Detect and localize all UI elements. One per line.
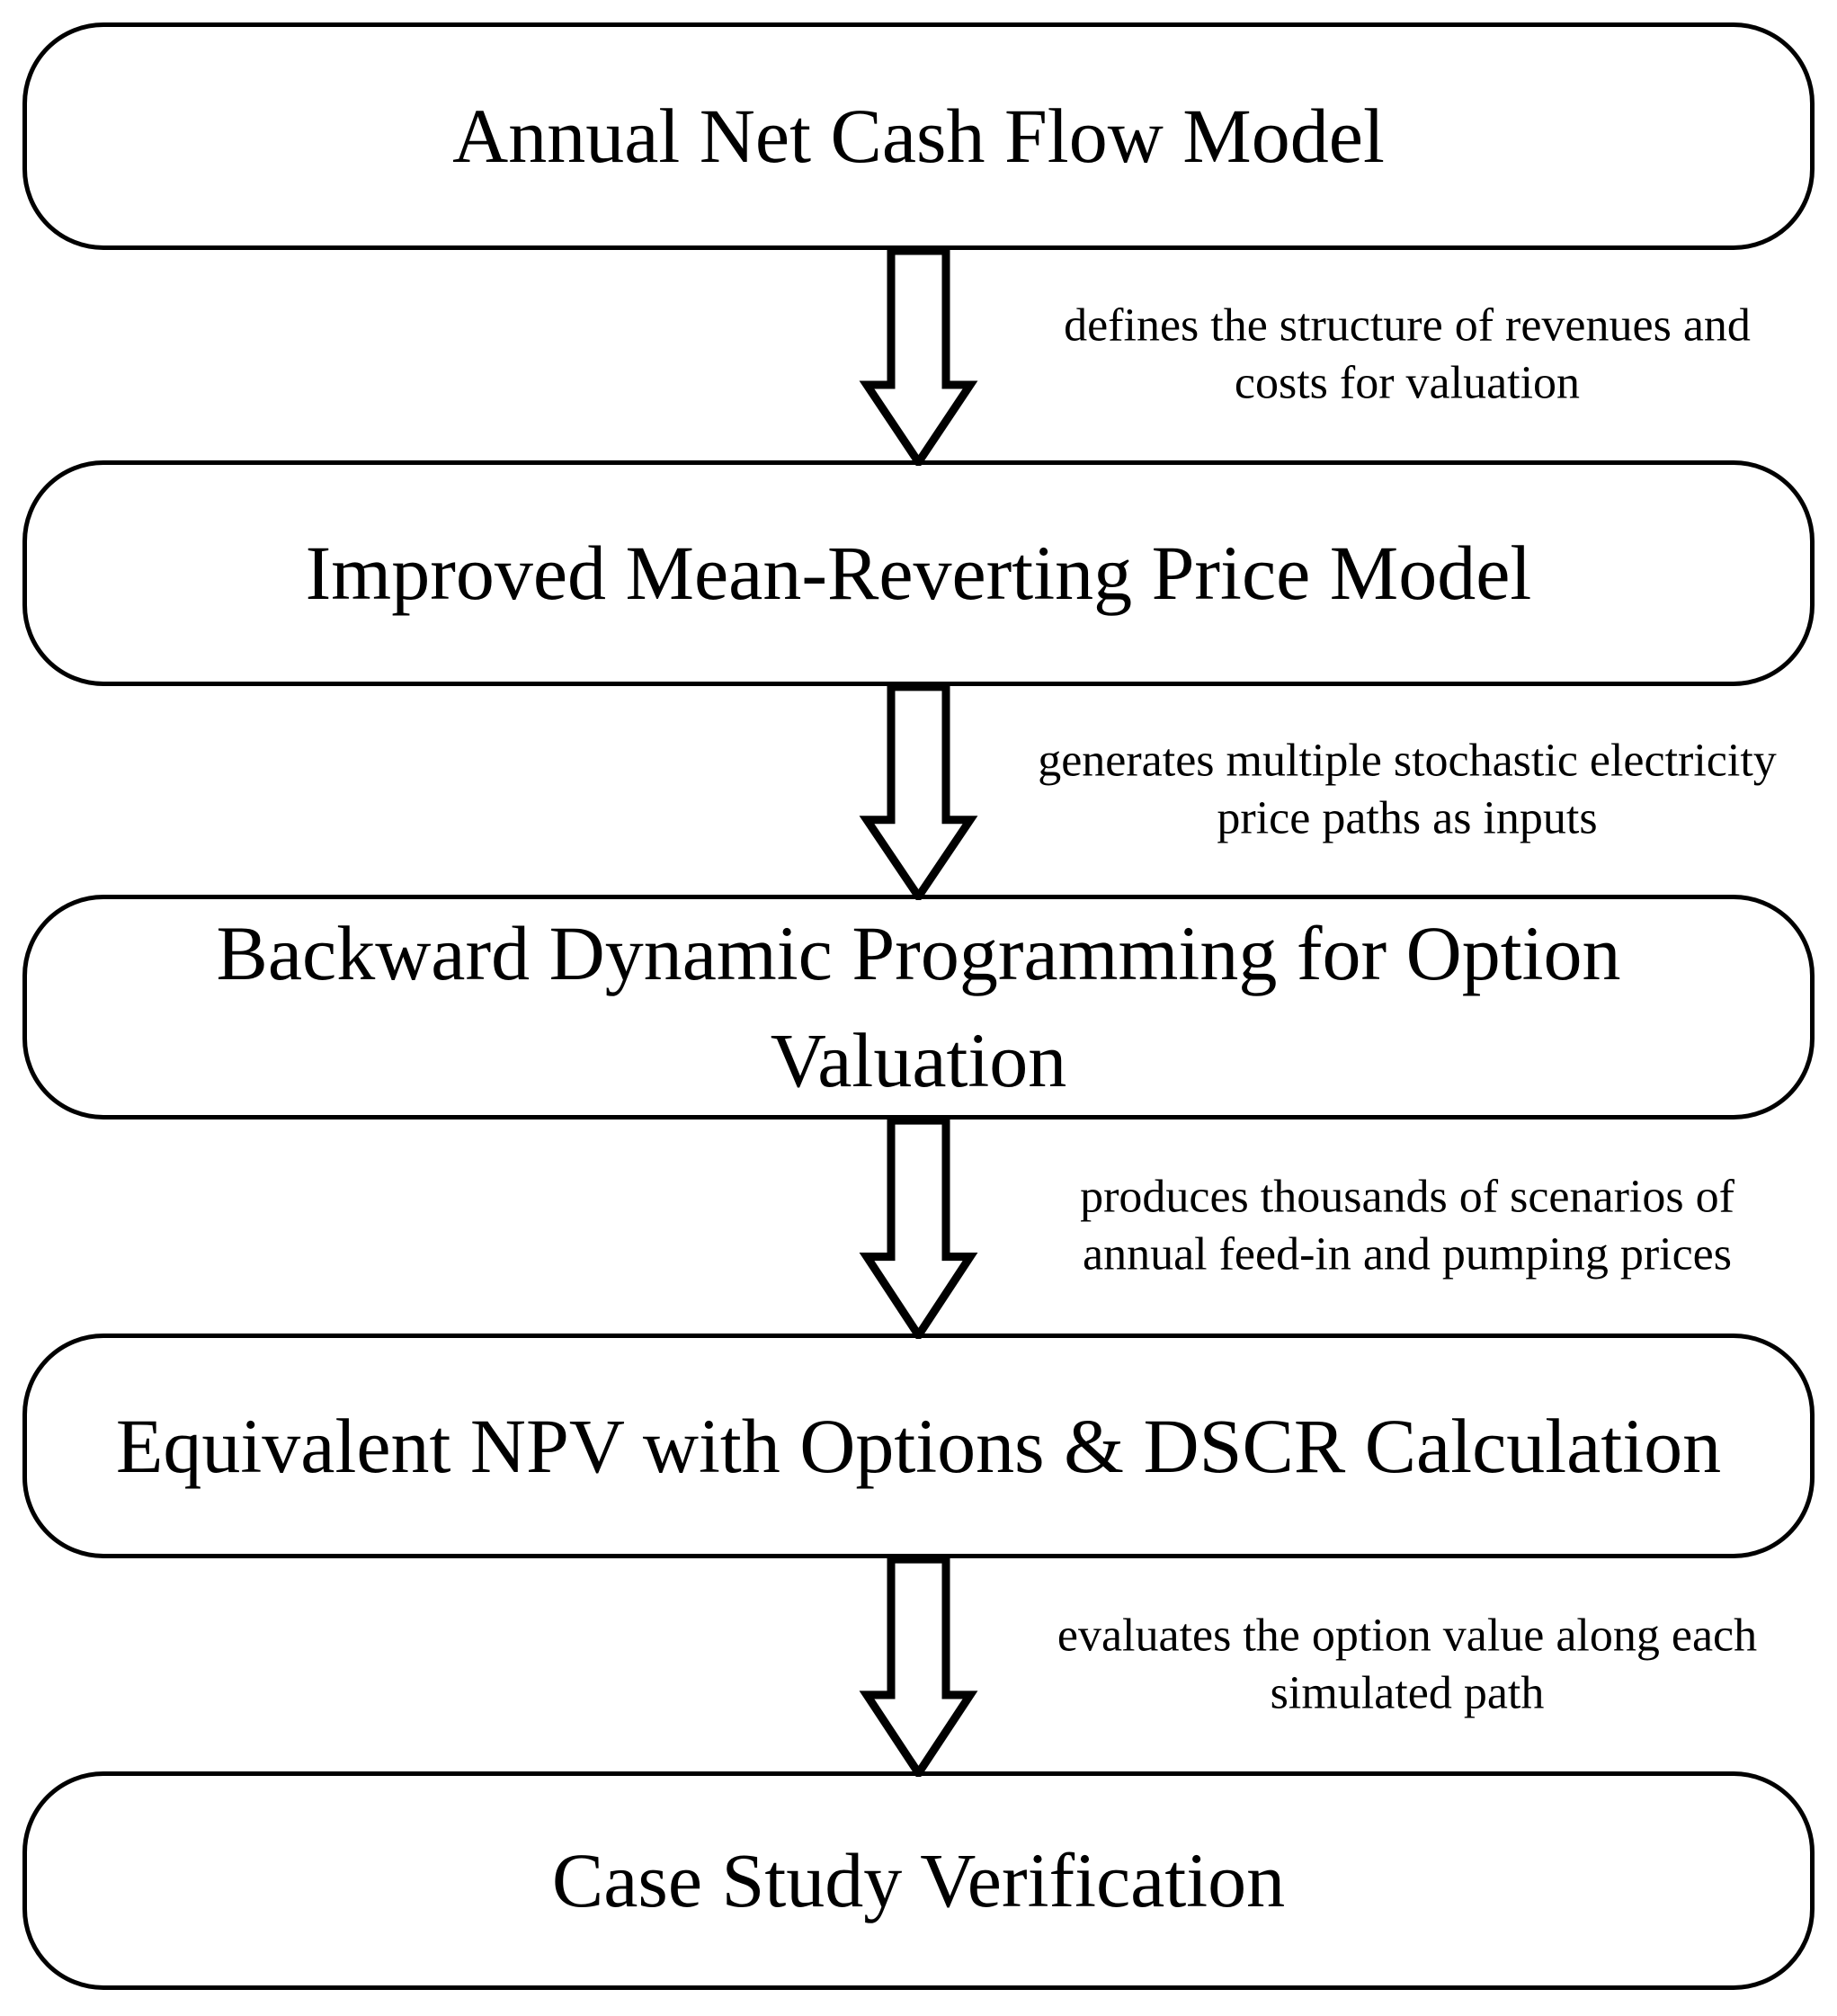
node-label: Backward Dynamic Programming for Option … [216, 910, 1621, 1103]
connector-note: evaluates the option value along each si… [1021, 1607, 1794, 1723]
note-line: price paths as inputs [1217, 793, 1598, 844]
connector-2: generates multiple stochastic electricit… [0, 681, 1837, 900]
note-line: generates multiple stochastic electricit… [1038, 735, 1777, 787]
note-line: costs for valuation [1234, 358, 1581, 409]
connector-4: evaluates the option value along each si… [0, 1553, 1837, 1777]
down-arrow-icon [859, 682, 978, 900]
note-line: annual feed-in and pumping prices [1083, 1229, 1732, 1280]
node-backward-dynamic-programming: Backward Dynamic Programming for Option … [22, 895, 1815, 1120]
connector-note: produces thousands of scenarios of annua… [1021, 1169, 1794, 1285]
note-line: evaluates the option value along each [1057, 1610, 1758, 1662]
node-label: Case Study Verification [551, 1837, 1286, 1924]
note-line: defines the structure of revenues and [1064, 299, 1751, 352]
down-arrow-icon [859, 1555, 978, 1777]
node-improved-mean-reverting-price-model: Improved Mean-Reverting Price Model [22, 460, 1815, 686]
connector-note: defines the structure of revenues and co… [1021, 298, 1794, 414]
node-label: Equivalent NPV with Options & DSCR Calcu… [115, 1402, 1722, 1489]
connector-1: defines the structure of revenues and co… [0, 245, 1837, 466]
node-case-study-verification: Case Study Verification [22, 1771, 1815, 1990]
down-arrow-icon [859, 1116, 978, 1339]
note-line: produces thousands of scenarios of [1080, 1171, 1734, 1223]
note-line: simulated path [1270, 1667, 1545, 1719]
connector-note: generates multiple stochastic electricit… [1021, 733, 1794, 849]
node-annual-net-cash-flow-model: Annual Net Cash Flow Model [22, 22, 1815, 250]
node-equivalent-npv-dscr-calculation: Equivalent NPV with Options & DSCR Calcu… [22, 1334, 1815, 1558]
node-label: Annual Net Cash Flow Model [452, 93, 1385, 180]
node-label: Improved Mean-Reverting Price Model [305, 530, 1532, 617]
down-arrow-icon [859, 246, 978, 466]
connector-3: produces thousands of scenarios of annua… [0, 1114, 1837, 1339]
